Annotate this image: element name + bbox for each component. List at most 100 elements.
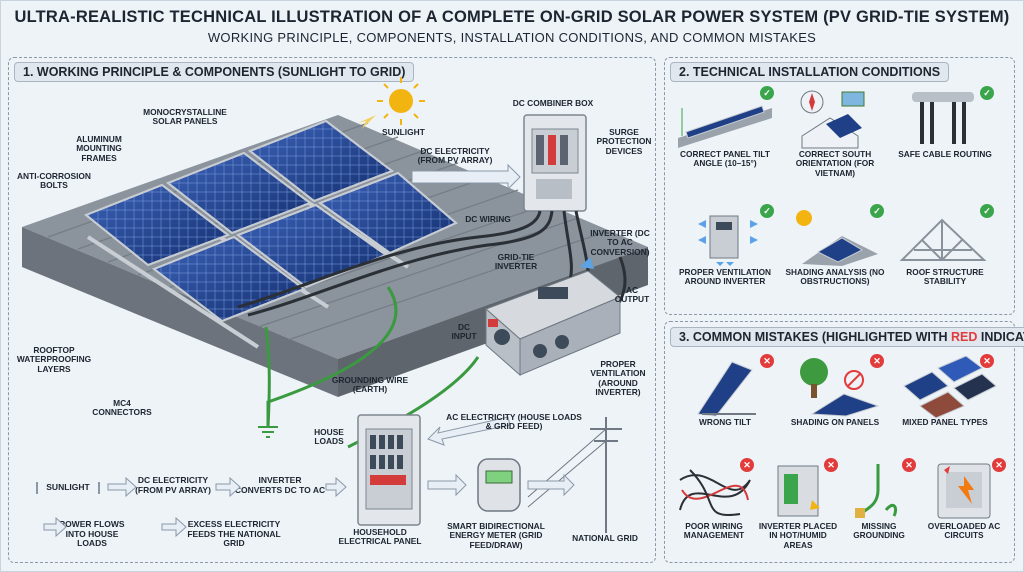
- cross-icon: ✕: [824, 458, 838, 472]
- card-missing-grounding: ✕ MISSING GROUNDING: [838, 458, 920, 542]
- section2-header: 2. TECHNICAL INSTALLATION CONDITIONS: [670, 62, 950, 82]
- grid-tie-inverter: [485, 270, 621, 377]
- label-shading: SHADING ANALYSIS (NO OBSTRUCTIONS): [785, 267, 885, 287]
- label-dc-input: DC INPUT: [451, 322, 477, 342]
- label-inverter-conv: INVERTER (DC TO AC CONVERSION): [590, 228, 650, 257]
- page-subtitle: WORKING PRINCIPLE, COMPONENTS, INSTALLAT…: [207, 30, 817, 45]
- label-waterproof: ROOFTOP WATERPROOFING LAYERS: [16, 345, 92, 374]
- label-meter: SMART BIDIRECTIONAL ENERGY METER (GRID F…: [447, 521, 545, 550]
- label-surge: SURGE PROTECTION DEVICES: [596, 127, 652, 156]
- flow-dc-electricity: DC ELECTRICITY (FROM PV ARRAY): [135, 475, 211, 495]
- page-title: ULTRA-REALISTIC TECHNICAL ILLUSTRATION O…: [14, 8, 1010, 26]
- card-truss: ✓ ROOF STRUCTURE STABILITY: [892, 204, 998, 288]
- mixed-panels-icon: [903, 356, 997, 418]
- card-poor-wiring: ✕ POOR WIRING MANAGEMENT: [670, 458, 758, 542]
- label-combiner: DC COMBINER BOX: [512, 98, 594, 108]
- label-proper-vent: PROPER VENTILATION (AROUND INVERTER): [590, 359, 646, 398]
- label-bolts: ANTI-CORROSION BOLTS: [17, 171, 91, 191]
- card-cable: ✓ SAFE CABLE ROUTING: [892, 86, 998, 170]
- cross-icon: ✕: [992, 458, 1006, 472]
- card-overloaded: ✕ OVERLOADED AC CIRCUITS: [918, 458, 1010, 542]
- flow-sunlight: SUNLIGHT: [36, 482, 100, 494]
- check-icon: ✓: [760, 204, 774, 218]
- label-panels: MONOCRYSTALLINE SOLAR PANELS: [143, 107, 227, 127]
- cross-icon: ✕: [740, 458, 754, 472]
- truss-icon: [899, 218, 987, 261]
- card-orientation: CORRECT SOUTH ORIENTATION (FOR VIETNAM): [782, 88, 888, 177]
- section-installation-conditions: [664, 57, 1015, 315]
- section-common-mistakes: [664, 321, 1015, 563]
- label-mixed-panels: MIXED PANEL TYPES: [902, 417, 988, 427]
- label-dc-wiring: DC WIRING: [465, 214, 511, 224]
- cross-icon: ✕: [980, 354, 994, 368]
- label-ventilation: PROPER VENTILATION AROUND INVERTER: [678, 267, 772, 287]
- section-working-principle: [8, 57, 656, 563]
- label-cable: SAFE CABLE ROUTING: [898, 149, 992, 159]
- label-ac-elec: AC ELECTRICITY (HOUSE LOADS & GRID FEED): [446, 412, 582, 432]
- label-sunlight: SUNLIGHT: [382, 127, 425, 137]
- ventilation-icon: [698, 215, 758, 266]
- flow-grid-feed: EXCESS ELECTRICITY FEEDS THE NATIONAL GR…: [187, 519, 281, 549]
- label-overloaded: OVERLOADED AC CIRCUITS: [927, 521, 1001, 541]
- system-illustration: [22, 77, 648, 533]
- tilt-icon: [678, 105, 772, 148]
- vent-arrow: [580, 257, 594, 269]
- flow-arrows: [43, 476, 347, 538]
- label-hot-inverter: INVERTER PLACED IN HOT/HUMID AREAS: [758, 521, 838, 550]
- tangled-wires-icon: [679, 469, 751, 517]
- label-poor-wiring: POOR WIRING MANAGEMENT: [683, 521, 745, 541]
- household-panel: [357, 414, 421, 526]
- label-missing-grounding: MISSING GROUNDING: [853, 521, 905, 541]
- section3-header: 3. COMMON MISTAKES (HIGHLIGHTED WITH RED…: [670, 327, 1024, 347]
- section3-header-pre: 3. COMMON MISTAKES (HIGHLIGHTED WITH: [679, 330, 951, 344]
- section3-header-post: INDICATORS): [980, 330, 1024, 344]
- hot-inverter-icon: [777, 465, 820, 517]
- shading-icon: [796, 210, 878, 266]
- utility-pole: [527, 417, 622, 533]
- card-shading: ✓ SHADING ANALYSIS (NO OBSTRUCTIONS): [782, 204, 888, 288]
- sun-icon: [358, 77, 425, 129]
- check-icon: ✓: [980, 204, 994, 218]
- label-tilt: CORRECT PANEL TILT ANGLE (10–15°): [680, 149, 770, 169]
- cross-icon: ✕: [870, 354, 884, 368]
- tree-shading-icon: [800, 358, 880, 417]
- section3-header-red: RED: [950, 330, 978, 344]
- card-shading-panels: ✕ SHADING ON PANELS: [782, 354, 888, 438]
- label-ac-output: AC OUTPUT: [614, 285, 650, 305]
- burning-panel-icon: [937, 463, 991, 519]
- ac-flow-arrow: [427, 416, 511, 446]
- label-mc4: MC4 CONNECTORS: [92, 398, 152, 418]
- dc-combiner-box: [523, 114, 587, 212]
- cross-icon: ✕: [902, 458, 916, 472]
- label-shading-panels: SHADING ON PANELS: [790, 417, 880, 427]
- cable-icon: [912, 92, 974, 144]
- card-wrong-tilt: ✕ WRONG TILT: [672, 354, 778, 438]
- check-icon: ✓: [870, 204, 884, 218]
- section1-header: 1. WORKING PRINCIPLE & COMPONENTS (SUNLI…: [14, 62, 415, 82]
- solar-panels: [84, 119, 458, 323]
- wrong-tilt-icon: [697, 361, 756, 417]
- card-ventilation: ✓ PROPER VENTILATION AROUND INVERTER: [672, 204, 778, 288]
- energy-meter: [477, 458, 521, 512]
- flow-inverter: INVERTER CONVERTS DC TO AC: [234, 475, 326, 495]
- label-house-loads: HOUSE LOADS: [314, 427, 344, 447]
- cross-icon: ✕: [760, 354, 774, 368]
- card-tilt: ✓ CORRECT PANEL TILT ANGLE (10–15°): [672, 86, 778, 170]
- flow-house-loads: POWER FLOWS INTO HOUSE LOADS: [59, 519, 125, 549]
- dc-flow-arrow: [411, 163, 521, 191]
- label-grid: NATIONAL GRID: [572, 533, 638, 543]
- compass-icon: [800, 90, 865, 149]
- ground-icon: [258, 426, 278, 438]
- card-mixed-panels: ✕ MIXED PANEL TYPES: [892, 354, 998, 438]
- label-orientation: CORRECT SOUTH ORIENTATION (FOR VIETNAM): [795, 149, 875, 178]
- check-icon: ✓: [980, 86, 994, 100]
- label-grid-tie: GRID-TIE INVERTER: [494, 252, 538, 272]
- card-hot-inverter: ✕ INVERTER PLACED IN HOT/HUMID AREAS: [754, 458, 842, 549]
- loose-ground-icon: [855, 464, 898, 518]
- label-grounding: GROUNDING WIRE (EARTH): [331, 375, 409, 395]
- label-truss: ROOF STRUCTURE STABILITY: [906, 267, 984, 287]
- label-household-panel: HOUSEHOLD ELECTRICAL PANEL: [338, 527, 422, 547]
- label-dc-elec: DC ELECTRICITY (FROM PV ARRAY): [417, 146, 493, 166]
- label-frames: ALUMINUM MOUNTING FRAMES: [76, 134, 122, 163]
- label-wrong-tilt: WRONG TILT: [699, 417, 751, 427]
